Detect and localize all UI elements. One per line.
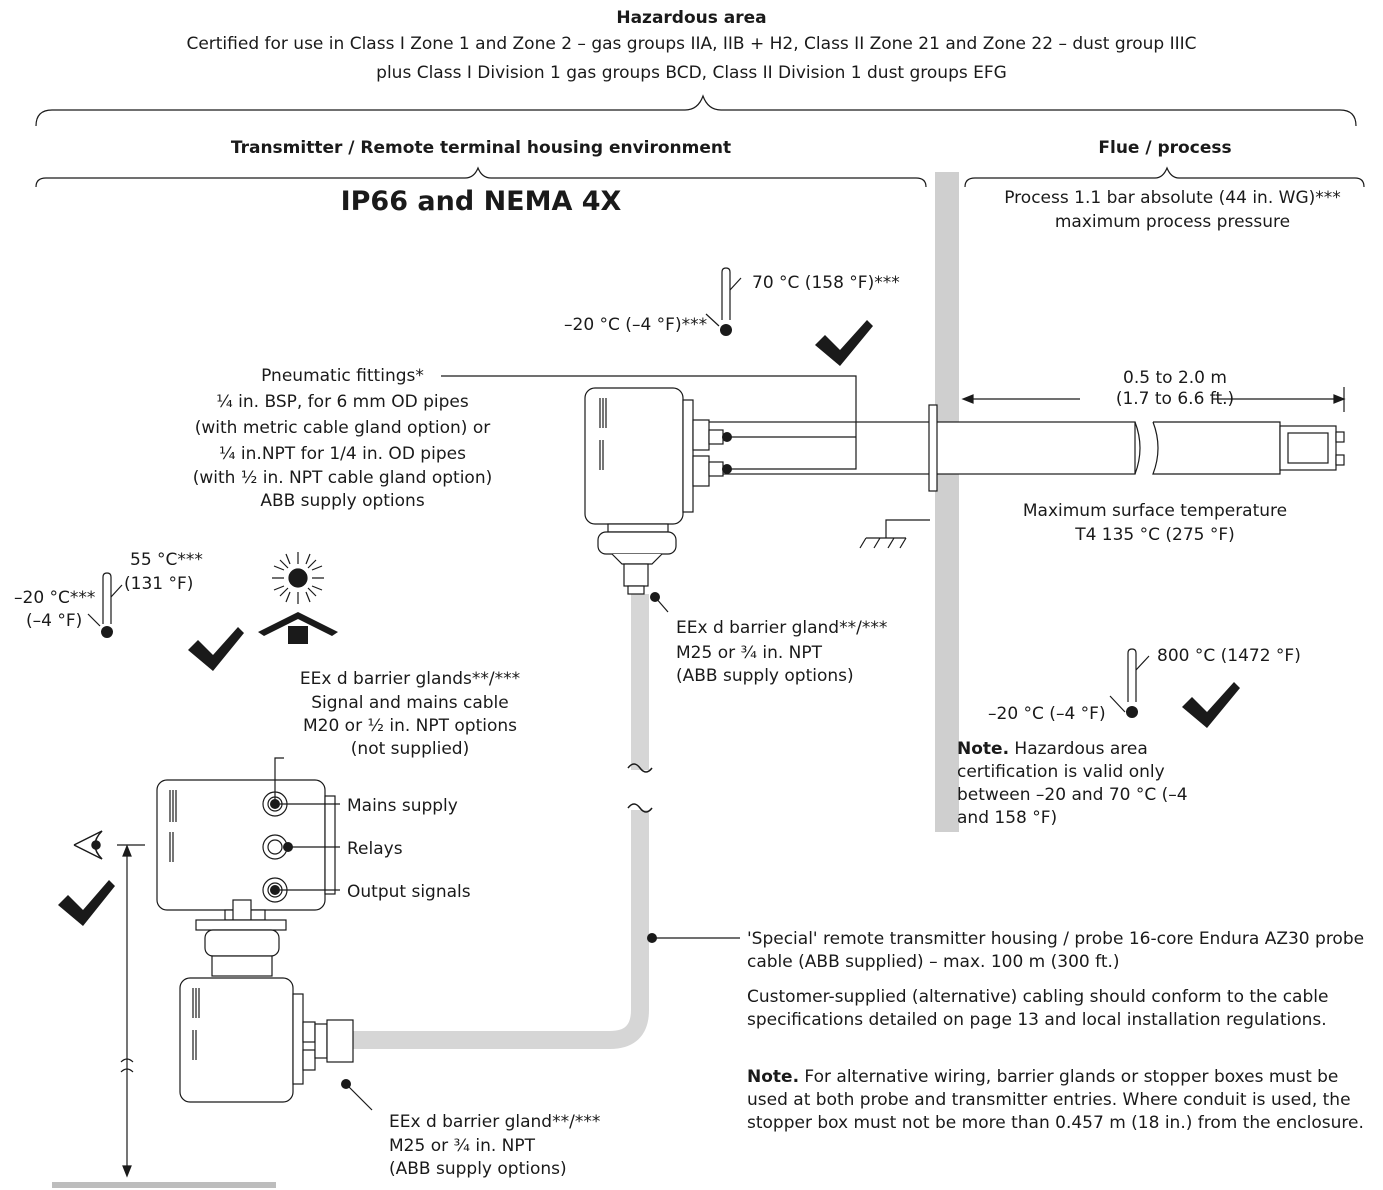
pneumatic-line: (with metric cable gland option) or (194, 418, 491, 438)
certification-line-2: plus Class I Division 1 gas groups BCD, … (376, 63, 1007, 83)
flue-brace (964, 166, 1365, 188)
probe-tube (689, 404, 1345, 492)
flue-title: Flue / process (1098, 138, 1232, 158)
surface-temp-1: Maximum surface temperature (1022, 501, 1288, 521)
pneumatic-leader (441, 375, 857, 470)
process-pressure-2: maximum process pressure (1054, 212, 1291, 232)
flue-temp-min: –20 °C (–4 °F) (988, 704, 1106, 724)
probe-gland-2: M25 or ¾ in. NPT (676, 643, 823, 663)
thermometer-icon (102, 267, 1137, 702)
flue-temp-max: 800 °C (1472 °F) (1157, 646, 1301, 666)
output-signals-label: Output signals (347, 882, 471, 902)
sun-icon (272, 552, 324, 604)
pneumatic-line: Pneumatic fittings* (261, 366, 424, 386)
probe-temp-max: 70 °C (158 °F)*** (752, 273, 900, 293)
barrier-glands-1: EEx d barrier glands**/*** (299, 669, 521, 689)
shelter-icon (258, 612, 338, 644)
probe-cable (350, 594, 649, 1049)
pneumatic-line: ¼ in.NPT for 1/4 in. OD pipes (219, 444, 466, 464)
floor (52, 1182, 276, 1188)
surface-temp-2: T4 135 °C (275 °F) (1075, 525, 1235, 545)
cable-customer: Customer-supplied (alternative) cabling … (747, 987, 1329, 1030)
break-symbol-icon (627, 763, 653, 813)
pneumatic-line: ¼ in. BSP, for 6 mm OD pipes (216, 392, 469, 412)
probe-gland-1: EEx d barrier gland**/*** (676, 618, 888, 638)
note-text: For alternative wiring, barrier glands o… (747, 1067, 1364, 1133)
mains-supply-label: Mains supply (347, 796, 458, 816)
probe-head (584, 387, 724, 595)
length-ft: (1.7 to 6.6 ft.) (1115, 389, 1235, 409)
transmitter-housing (179, 977, 354, 1103)
transmitter-gland-1: EEx d barrier gland**/*** (389, 1112, 601, 1132)
length-m: 0.5 to 2.0 m (1123, 368, 1227, 388)
ip-rating: IP66 and NEMA 4X (340, 186, 622, 217)
note-text: Hazardous area certification is valid on… (957, 739, 1188, 828)
barrier-glands-4: (not supplied) (350, 739, 470, 759)
checkmark-icon (58, 320, 1240, 926)
cable-spec: 'Special' remote transmitter housing / p… (747, 929, 1365, 972)
transmitter-gland-2: M25 or ¾ in. NPT (389, 1136, 536, 1156)
certification-line-1: Certified for use in Class I Zone 1 and … (186, 34, 1197, 54)
relays-label: Relays (347, 839, 403, 859)
remote-terminal-housing (156, 779, 336, 977)
barrier-glands-2: Signal and mains cable (311, 693, 509, 713)
transmitter-gland-3: (ABB supply options) (389, 1159, 567, 1179)
ground-icon (859, 519, 930, 549)
hazardous-area-brace (35, 94, 1357, 127)
hazardous-area-title: Hazardous area (616, 8, 767, 28)
flue-note: Note. Hazardous area certification is va… (957, 738, 1217, 830)
probe-gland-3: (ABB supply options) (676, 666, 854, 686)
ambient-max-2: (131 °F) (124, 574, 194, 594)
note-label: Note. (957, 739, 1010, 759)
barrier-glands-3: M20 or ½ in. NPT options (302, 716, 518, 736)
ambient-max-1: 55 °C*** (130, 550, 203, 570)
ambient-min-1: –20 °C*** (14, 588, 96, 608)
flue-wall (935, 172, 959, 832)
eye-icon (73, 830, 103, 860)
transmitter-env-brace (35, 166, 927, 188)
ambient-min-2: (–4 °F) (26, 611, 83, 631)
probe-temp-min: –20 °C (–4 °F)*** (564, 315, 708, 335)
length-dimension (961, 387, 1346, 412)
process-pressure-1: Process 1.1 bar absolute (44 in. WG)*** (1004, 188, 1341, 208)
pneumatic-line: ABB supply options (260, 491, 425, 511)
pneumatic-line: (with ½ in. NPT cable gland option) (192, 468, 493, 488)
note-label: Note. (747, 1067, 800, 1087)
transmitter-env-title: Transmitter / Remote terminal housing en… (230, 138, 732, 158)
cable-note: Note. For alternative wiring, barrier gl… (747, 1066, 1372, 1135)
